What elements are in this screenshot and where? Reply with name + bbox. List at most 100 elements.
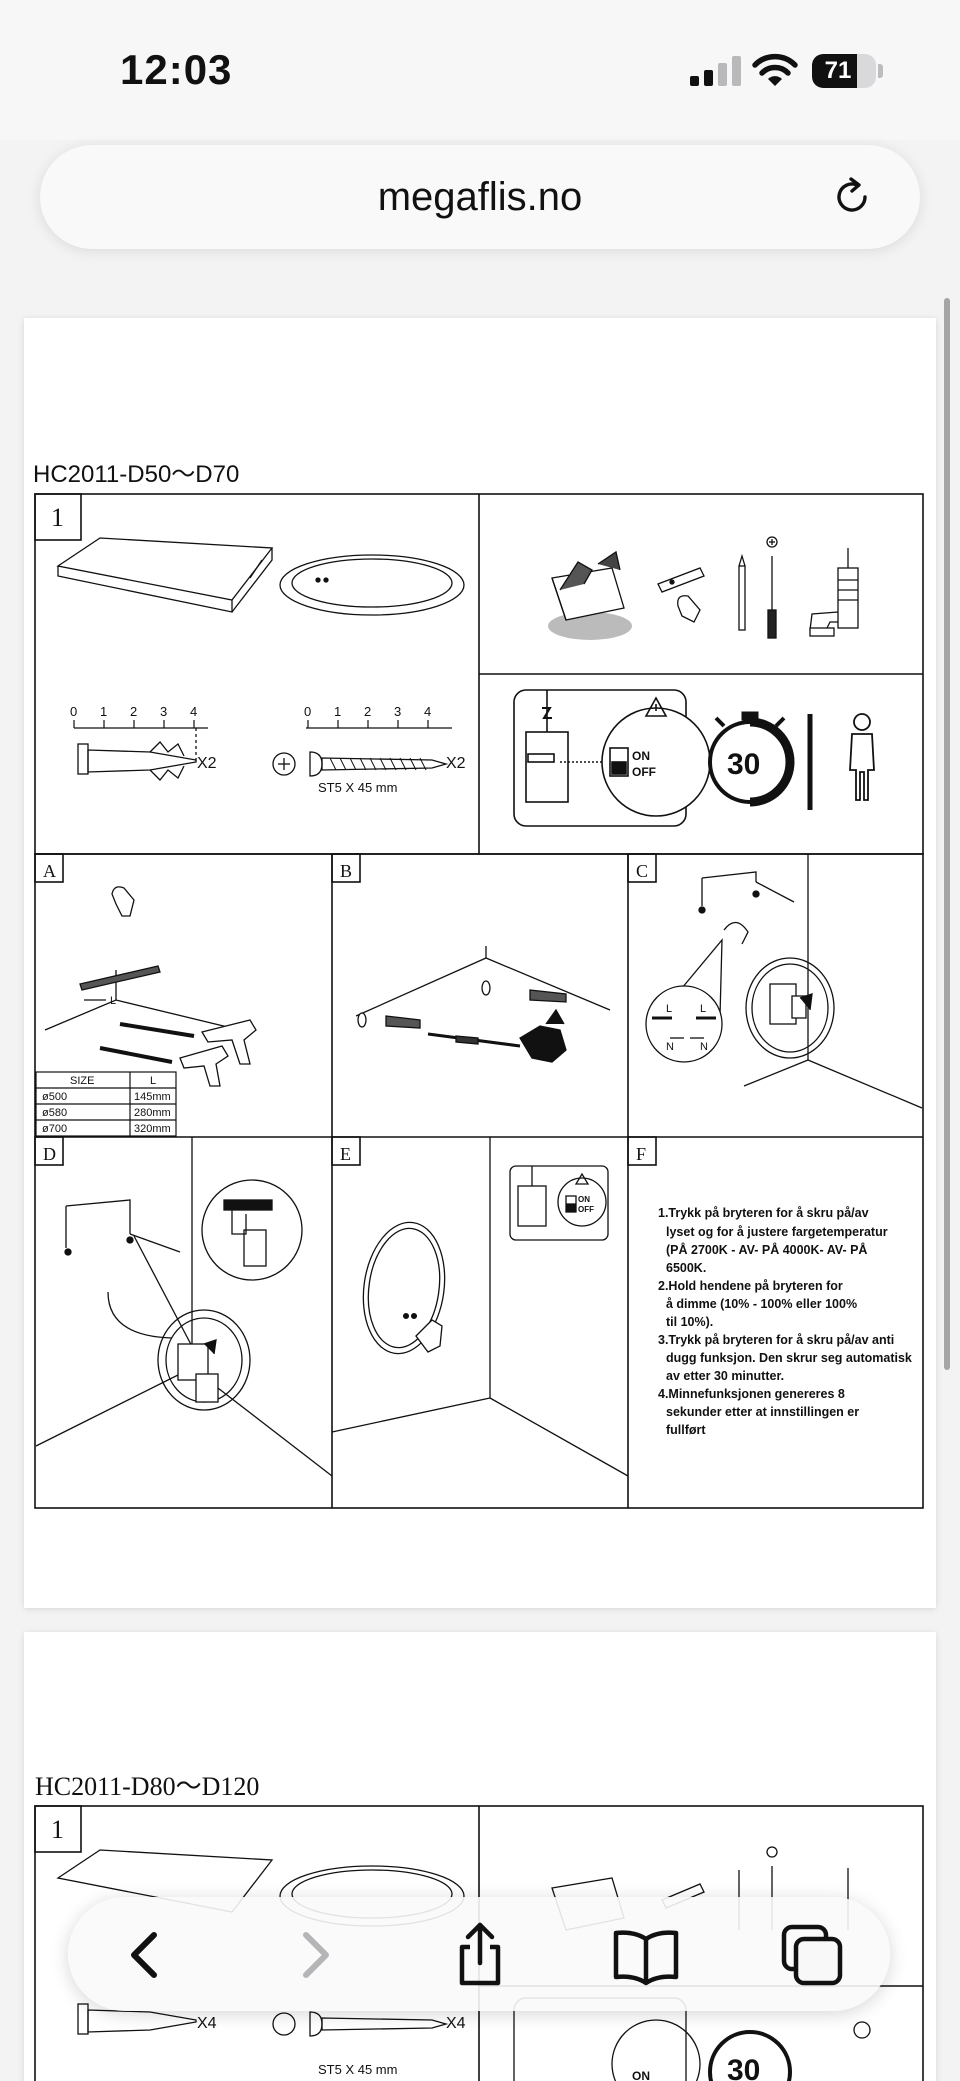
ruler-tick: 1 bbox=[100, 704, 107, 719]
size-table-header: SIZE bbox=[70, 1075, 94, 1087]
screw-spec: ST5 X 45 mm bbox=[318, 2062, 397, 2077]
back-icon[interactable] bbox=[108, 1917, 184, 1993]
screw-count: X4 bbox=[446, 2015, 466, 2032]
installation-diagram-2: 1 X4 X4 ST5 X 45 mm ON 30 bbox=[34, 1805, 924, 2081]
level-tool-drawing bbox=[657, 567, 705, 623]
tabs-icon[interactable] bbox=[774, 1917, 850, 1993]
step-b-drawing bbox=[355, 946, 611, 1063]
bookmarks-icon[interactable] bbox=[608, 1917, 684, 1993]
instruction-line: (PÅ 2700K - AV- PÅ 4000K- AV- PÅ bbox=[666, 1242, 867, 1257]
power-off-warning-drawing bbox=[513, 689, 711, 827]
instruction-line: å dimme (10% - 100% eller 100% bbox=[666, 1297, 857, 1311]
power-drill-drawing bbox=[809, 548, 859, 637]
screw-ruler bbox=[306, 720, 452, 729]
instruction-line: 4.Minnefunksjonen genereres 8 bbox=[658, 1387, 845, 1401]
package-box-drawing bbox=[56, 537, 274, 613]
stopwatch-icon bbox=[708, 711, 795, 807]
model-title: HC2011-D50～D70 bbox=[33, 461, 240, 488]
ruler-tick: 0 bbox=[304, 704, 311, 719]
svg-text:L: L bbox=[110, 995, 116, 1007]
ruler-tick: 1 bbox=[334, 704, 341, 719]
status-bar: 12:03 71 bbox=[0, 0, 960, 140]
size-table-cell: 280mm bbox=[134, 1107, 171, 1119]
ruler-tick: 2 bbox=[130, 704, 137, 719]
scrollbar[interactable] bbox=[944, 298, 950, 1370]
screwdriver-drawing bbox=[766, 536, 778, 639]
step-label-d: D bbox=[43, 1144, 56, 1164]
step-e-drawing bbox=[331, 1137, 629, 1477]
size-table-header: L bbox=[150, 1075, 156, 1087]
plug-count: X2 bbox=[197, 755, 217, 772]
ruler-tick: 2 bbox=[364, 704, 371, 719]
step-label-1: 1 bbox=[51, 503, 64, 532]
status-time: 12:03 bbox=[120, 46, 233, 93]
forward-icon[interactable] bbox=[276, 1917, 352, 1993]
instruction-line: 6500K. bbox=[666, 1261, 706, 1275]
step-label-1: 1 bbox=[51, 1815, 64, 1844]
switch-on-label: ON bbox=[632, 2069, 650, 2081]
size-table-cell: 320mm bbox=[134, 1123, 171, 1135]
instruction-line: 3.Trykk på bryteren for å skru på/av ant… bbox=[658, 1333, 894, 1347]
instruction-line: lyset og for å justere fargetemperatur bbox=[666, 1225, 888, 1239]
address-bar[interactable]: megaflis.no bbox=[40, 145, 920, 249]
round-mirror-drawing bbox=[279, 554, 465, 616]
switch-on-label: ON bbox=[632, 749, 650, 763]
screw-count: X2 bbox=[446, 755, 466, 772]
instruction-line: sekunder etter at innstillingen er bbox=[666, 1405, 859, 1419]
wire-label-l: L bbox=[666, 1003, 672, 1015]
battery-icon: 71 bbox=[812, 54, 876, 88]
instruction-line: til 10%). bbox=[666, 1315, 713, 1329]
step-label-a: A bbox=[43, 861, 56, 881]
installation-diagram: 1 A B C D E F 0 1 bbox=[34, 493, 924, 1509]
screw-spec: ST5 X 45 mm bbox=[318, 780, 397, 795]
wifi-icon bbox=[752, 53, 798, 86]
step-a-drawing: L bbox=[44, 886, 257, 1087]
screw-drawing bbox=[272, 751, 449, 777]
url-text[interactable]: megaflis.no bbox=[377, 175, 583, 219]
step-label-c: C bbox=[636, 861, 648, 881]
share-icon[interactable] bbox=[442, 1917, 518, 1993]
instruction-line: dugg funksjon. Den skrur seg automatisk bbox=[666, 1351, 912, 1365]
pencil-drawing bbox=[738, 553, 746, 631]
wire-label-l: L bbox=[700, 1003, 706, 1015]
browser-toolbar bbox=[68, 1897, 890, 2011]
cellular-signal-icon bbox=[690, 56, 741, 86]
ruler-tick: 4 bbox=[424, 704, 431, 719]
timer-minutes: 30 bbox=[727, 748, 760, 781]
one-person-icon bbox=[849, 713, 875, 801]
toolbox-drawing bbox=[548, 550, 632, 640]
step-label-f: F bbox=[636, 1144, 646, 1164]
reload-icon[interactable] bbox=[830, 175, 874, 219]
instructions-text: 1.Trykk på bryteren for å skru på/av lys… bbox=[658, 1206, 912, 1437]
model-title: HC2011-D80～D120 bbox=[35, 1772, 260, 1801]
battery-tip bbox=[878, 64, 883, 78]
plug-count: X4 bbox=[197, 2015, 217, 2032]
document-page-1: HC2011-D50～D70 1 A B C D E bbox=[24, 318, 936, 1608]
ruler-tick: 4 bbox=[190, 704, 197, 719]
size-table bbox=[35, 1071, 177, 1137]
instruction-line: 1.Trykk på bryteren for å skru på/av bbox=[658, 1206, 869, 1220]
step-d-drawing bbox=[35, 1137, 333, 1477]
step-label-b: B bbox=[340, 861, 352, 881]
plug-ruler bbox=[73, 720, 208, 729]
wire-label-n: N bbox=[666, 1041, 674, 1053]
document-page-2: HC2011-D80～D120 1 bbox=[24, 1632, 936, 2081]
step-label-e: E bbox=[340, 1144, 351, 1164]
size-table-cell: ø500 bbox=[42, 1091, 67, 1103]
step-c-drawing bbox=[645, 854, 923, 1109]
size-table-cell: 145mm bbox=[134, 1091, 171, 1103]
ruler-tick: 3 bbox=[394, 704, 401, 719]
size-table-cell: ø700 bbox=[42, 1123, 67, 1135]
instruction-line: av etter 30 minutter. bbox=[666, 1369, 784, 1383]
switch-on-label-small: ON bbox=[578, 1195, 590, 1204]
battery-level: 71 bbox=[824, 57, 852, 84]
instruction-line: fullført bbox=[666, 1423, 706, 1437]
timer-minutes: 30 bbox=[727, 2054, 760, 2081]
ruler-tick: 3 bbox=[160, 704, 167, 719]
switch-off-label-small: OFF bbox=[578, 1205, 594, 1214]
wire-label-n: N bbox=[700, 1041, 708, 1053]
wall-plug-drawing bbox=[77, 728, 197, 781]
instruction-line: 2.Hold hendene på bryteren for bbox=[658, 1279, 843, 1293]
size-table-cell: ø580 bbox=[42, 1107, 67, 1119]
ruler-tick: 0 bbox=[70, 704, 77, 719]
